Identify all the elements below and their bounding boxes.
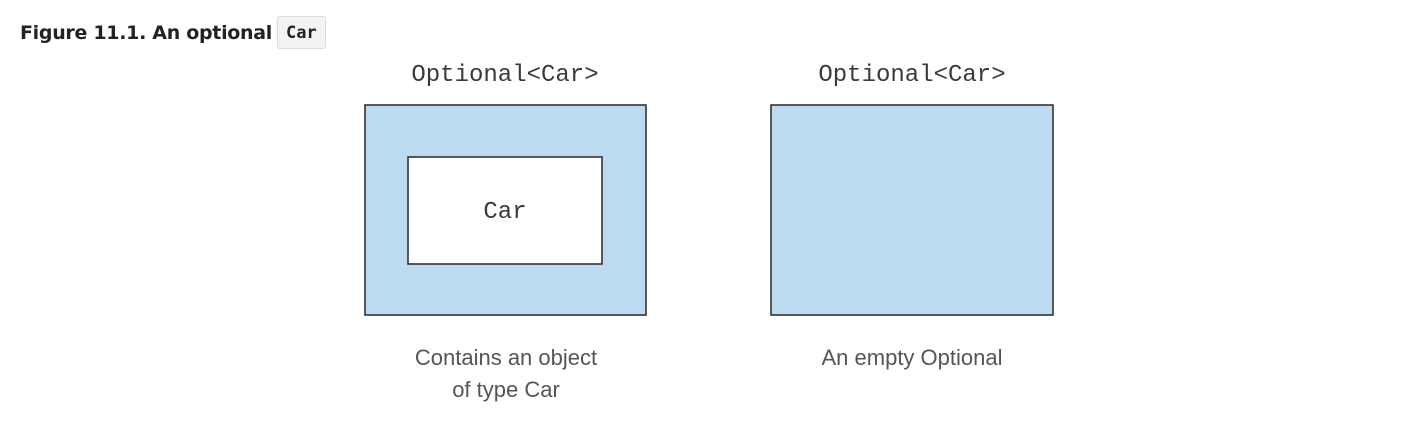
optional-with-value: Optional<Car> Car Contains an object of … — [364, 62, 647, 402]
right-type-label: Optional<Car> — [818, 62, 1005, 89]
left-description-line1: Contains an object — [415, 345, 597, 370]
right-description-line1: An empty Optional — [822, 345, 1003, 370]
car-object-box — [407, 156, 603, 265]
figure-caption-code: Car — [277, 16, 326, 49]
optional-empty: Optional<Car> An empty Optional — [770, 62, 1054, 370]
left-description-line2: of type Car — [452, 377, 560, 402]
car-object-label: Car — [483, 199, 526, 226]
right-optional-box — [770, 104, 1054, 316]
left-type-label: Optional<Car> — [411, 62, 598, 89]
figure-caption-text: Figure 11.1. An optional — [20, 21, 273, 44]
figure-caption: Figure 11.1. An optional Car — [20, 16, 326, 49]
